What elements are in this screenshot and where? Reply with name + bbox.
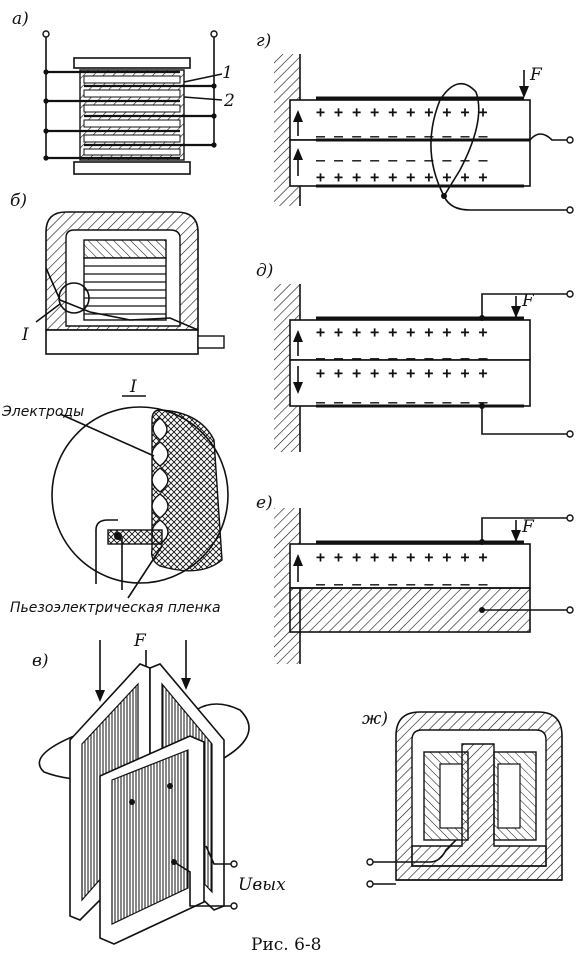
- panel-a-label: а): [12, 9, 29, 29]
- label-2: 2: [223, 91, 235, 111]
- panel-b-label: б): [10, 191, 27, 211]
- detail-I-label: I: [21, 325, 29, 345]
- panel-zh-label: ж): [362, 709, 388, 729]
- svg-text:+ + + + + + + + + +: + + + + + + + + + +: [316, 323, 488, 341]
- panel-v-label: в): [32, 651, 49, 671]
- film-stack: 1 2: [42, 30, 235, 175]
- svg-text:_ _ _ _ _ _ _ _ _ _: _ _ _ _ _ _ _ _ _ _: [316, 568, 489, 586]
- panel-zh: ж): [362, 709, 563, 888]
- piezo-film-label: Пьезоэлектрическая пленка: [10, 600, 221, 616]
- panel-d: д) + + + + + + + + + + _ _ _ _ _ _ _ _ _…: [256, 261, 574, 452]
- svg-text:_ _ _ _ _ _ _ _ _ _: _ _ _ _ _ _ _ _ _ _: [316, 386, 489, 404]
- u-out-label: Uвых: [238, 875, 286, 895]
- panel-d-label: д): [256, 261, 273, 281]
- svg-text:+ + + + + + + + + +: + + + + + + + + + +: [316, 103, 488, 121]
- svg-text:+ + + + + + + + + +: + + + + + + + + + +: [316, 548, 488, 566]
- force-d-label: F: [521, 291, 535, 311]
- force-v-label: F: [133, 631, 147, 651]
- svg-text:+ + + + + + + + + +: + + + + + + + + + +: [316, 364, 488, 382]
- svg-text:_ _ _ _ _ _ _ _ _ _: _ _ _ _ _ _ _ _ _ _: [316, 342, 489, 360]
- panel-g: г) + + + + + + + + + + _ _ _ _ _ _ _ _ _…: [256, 31, 574, 214]
- detail-I-zoom-label: I: [129, 377, 137, 397]
- figure-caption: Рис. 6-8: [251, 935, 321, 955]
- panel-a: а): [12, 9, 235, 175]
- panel-e-label: е): [256, 493, 273, 513]
- panel-e: е) + + + + + + + + + + _ _ _ _ _ _ _ _ _…: [256, 493, 574, 664]
- svg-text:_ _ _ _ _ _ _ _ _ _: _ _ _ _ _ _ _ _ _ _: [316, 120, 489, 138]
- detail-I-zoom: I Электроды Пьезоэлектрическая пленка: [1, 377, 229, 616]
- electrodes-label: Электроды: [1, 404, 84, 420]
- label-1: 1: [222, 63, 233, 83]
- svg-text:_ _ _ _ _ _ _ _ _ _: _ _ _ _ _ _ _ _ _ _: [316, 144, 489, 162]
- panel-g-label: г): [256, 31, 271, 51]
- svg-text:+ + + + + + + + + +: + + + + + + + + + +: [316, 168, 488, 186]
- panel-v: в) F Uвых: [32, 631, 286, 945]
- panel-b: б) I: [10, 191, 225, 355]
- force-g-label: F: [529, 65, 543, 85]
- force-e-label: F: [521, 517, 535, 537]
